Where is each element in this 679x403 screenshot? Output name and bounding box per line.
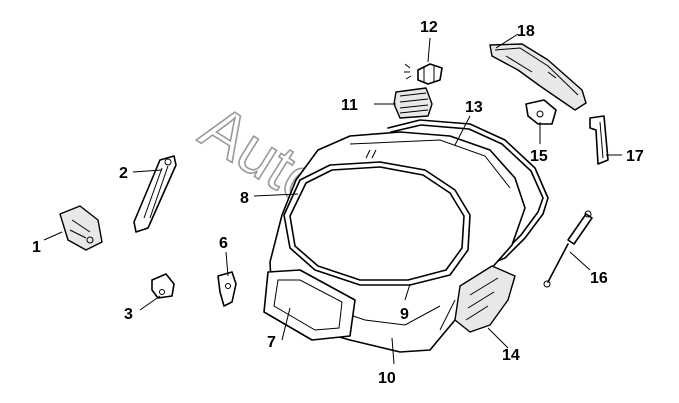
part-6-hinge [217,271,237,307]
part-15-hinge-bracket [525,99,557,125]
leader-lines [43,33,622,365]
callout-15: 15 [530,148,548,165]
callout-16: 16 [590,270,608,287]
callout-9: 9 [400,306,409,323]
part-11-stop-lamp [393,87,433,119]
callout-1: 1 [32,239,41,256]
part-3-striker [151,273,175,299]
part-2-wiper-bracket [133,155,177,233]
part-17-side-trim [589,115,609,165]
part-14-trim-panel [454,265,516,333]
callout-2: 2 [119,165,128,182]
callout-6: 6 [219,235,228,252]
callout-10: 10 [378,370,396,387]
callout-7: 7 [267,334,276,351]
callout-3: 3 [124,306,133,323]
callout-17: 17 [626,148,644,165]
callout-labels: 1 2 3 6 7 8 9 10 11 12 13 14 15 16 17 18 [32,19,644,387]
callout-12: 12 [420,19,438,36]
callout-13: 13 [465,99,483,116]
part-18-spoiler [489,43,587,111]
part-16-gas-strut [543,210,593,288]
callout-14: 14 [502,347,520,364]
part-1-tailgate-lock [59,205,103,251]
callout-11: 11 [341,97,358,114]
callout-8: 8 [240,190,249,207]
callout-18: 18 [517,23,535,40]
part-12-bulb-holder [404,63,443,85]
part-8-glass-seal [283,161,471,286]
